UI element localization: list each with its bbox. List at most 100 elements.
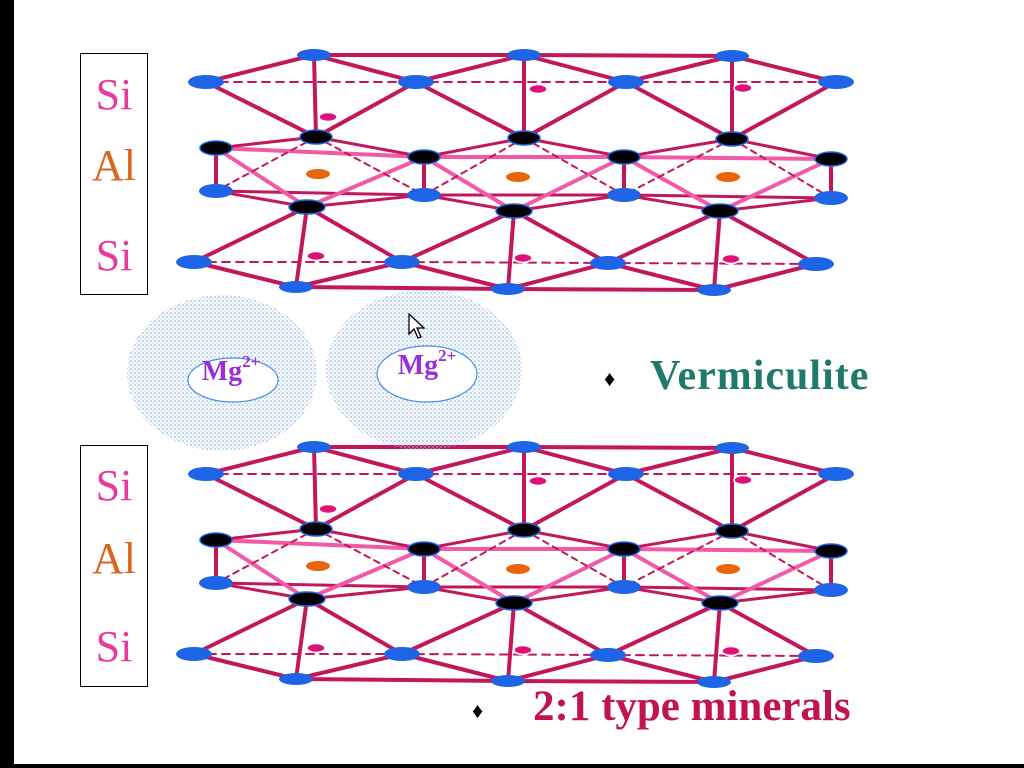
hydration-shells bbox=[127, 290, 522, 451]
bond-line bbox=[215, 136, 317, 192]
oxygen-atom bbox=[176, 255, 212, 269]
bond-line bbox=[312, 445, 418, 476]
oxygen-atom bbox=[398, 467, 434, 481]
hydroxyl-atom bbox=[288, 591, 326, 607]
bond-line bbox=[522, 136, 626, 159]
silicon-atom bbox=[733, 474, 753, 486]
bond-line bbox=[294, 652, 404, 681]
bond-line bbox=[622, 547, 833, 553]
oxygen-atom bbox=[607, 188, 641, 202]
silicon-atom bbox=[306, 642, 326, 654]
bond-line bbox=[731, 530, 832, 591]
bond-line bbox=[312, 445, 318, 531]
bond-line bbox=[214, 538, 309, 601]
silicon-atom bbox=[513, 252, 533, 264]
bond-line bbox=[718, 157, 833, 213]
hydroxyl-atom bbox=[607, 541, 641, 557]
bond-line bbox=[214, 581, 426, 589]
bond-line bbox=[522, 445, 734, 450]
oxygen-atom bbox=[814, 583, 848, 597]
silicon-atom bbox=[721, 645, 741, 657]
bond-line bbox=[314, 527, 426, 551]
aluminum-atom bbox=[306, 169, 330, 179]
oxygen-atom bbox=[176, 647, 212, 661]
silicon-atom bbox=[721, 253, 741, 265]
oxygen-atom bbox=[608, 467, 644, 481]
bond-line bbox=[314, 472, 418, 531]
bond-line bbox=[214, 135, 318, 150]
bond-line bbox=[294, 285, 510, 291]
bottom-si-upper-label: Si bbox=[95, 461, 133, 510]
silicon-atom bbox=[733, 82, 753, 94]
bullet-diamond-icon: ♦ bbox=[472, 698, 484, 723]
hydroxyl-atom bbox=[715, 523, 749, 539]
bond-line bbox=[623, 138, 733, 196]
bond-line bbox=[522, 53, 628, 84]
bond-line bbox=[606, 653, 716, 684]
silicon-atom bbox=[528, 475, 548, 487]
bond-line bbox=[606, 601, 722, 657]
bond-line bbox=[512, 585, 626, 605]
bond-line bbox=[512, 547, 626, 605]
bond-line bbox=[312, 53, 418, 84]
mg-ion bbox=[376, 345, 478, 403]
mouse-pointer-icon bbox=[408, 313, 426, 339]
oxygen-atom bbox=[818, 75, 854, 89]
bond-line bbox=[422, 155, 516, 213]
bond-line bbox=[401, 653, 609, 656]
oxygen-atom bbox=[608, 75, 644, 89]
silicon-atom bbox=[306, 250, 326, 262]
bond-line bbox=[192, 205, 309, 264]
hydroxyl-atom bbox=[299, 129, 333, 145]
oxygen-atom bbox=[384, 647, 420, 661]
hydroxyl-atom bbox=[701, 203, 739, 219]
hydroxyl-atom bbox=[701, 595, 739, 611]
bond-line bbox=[718, 601, 818, 658]
bond-line bbox=[712, 654, 818, 684]
bond-line bbox=[422, 528, 526, 551]
bond-line bbox=[305, 547, 426, 601]
vermiculite-text: Vermiculite bbox=[650, 353, 870, 399]
hydroxyl-atom bbox=[507, 522, 541, 538]
oxygen-atom bbox=[279, 281, 313, 293]
oxygen-atom bbox=[398, 75, 434, 89]
bond-line bbox=[730, 529, 833, 553]
bond-line bbox=[422, 547, 516, 605]
bond-line bbox=[400, 601, 516, 656]
hydroxyl-atom bbox=[507, 130, 541, 146]
bond-line bbox=[192, 652, 298, 681]
bottom-al-label: Al bbox=[92, 534, 136, 583]
bond-line bbox=[204, 53, 316, 84]
bond-line bbox=[522, 53, 734, 58]
bottom-si-lower-label: Si bbox=[95, 622, 133, 671]
bond-line bbox=[718, 549, 833, 605]
bond-line bbox=[522, 445, 628, 476]
hydroxyl-atom bbox=[299, 521, 333, 537]
bond-line bbox=[730, 54, 838, 84]
bond-line bbox=[204, 80, 318, 139]
bond-line bbox=[512, 193, 626, 213]
bond-line bbox=[624, 80, 734, 141]
bond-line bbox=[622, 193, 833, 200]
silicon-atom bbox=[528, 83, 548, 95]
hydroxyl-atom bbox=[607, 149, 641, 165]
bond-line bbox=[622, 155, 722, 213]
bond-line bbox=[624, 54, 734, 84]
hydroxyl-atom bbox=[814, 151, 848, 167]
bond-line bbox=[400, 209, 516, 264]
bond-line bbox=[214, 189, 426, 197]
bond-line bbox=[192, 260, 298, 289]
oxygen-atom bbox=[607, 580, 641, 594]
bond-line bbox=[214, 527, 318, 542]
oxygen-atom bbox=[697, 676, 731, 688]
bond-line bbox=[314, 135, 426, 159]
bond-line bbox=[294, 677, 510, 683]
bond-line bbox=[730, 446, 838, 476]
oxygen-atom bbox=[814, 191, 848, 205]
oxygen-atom bbox=[507, 441, 541, 453]
bond-line bbox=[214, 146, 426, 159]
bottom-tot-layer bbox=[176, 441, 854, 688]
hydroxyl-atom bbox=[495, 203, 533, 219]
oxygen-atom bbox=[798, 257, 834, 271]
bond-line bbox=[523, 529, 625, 588]
